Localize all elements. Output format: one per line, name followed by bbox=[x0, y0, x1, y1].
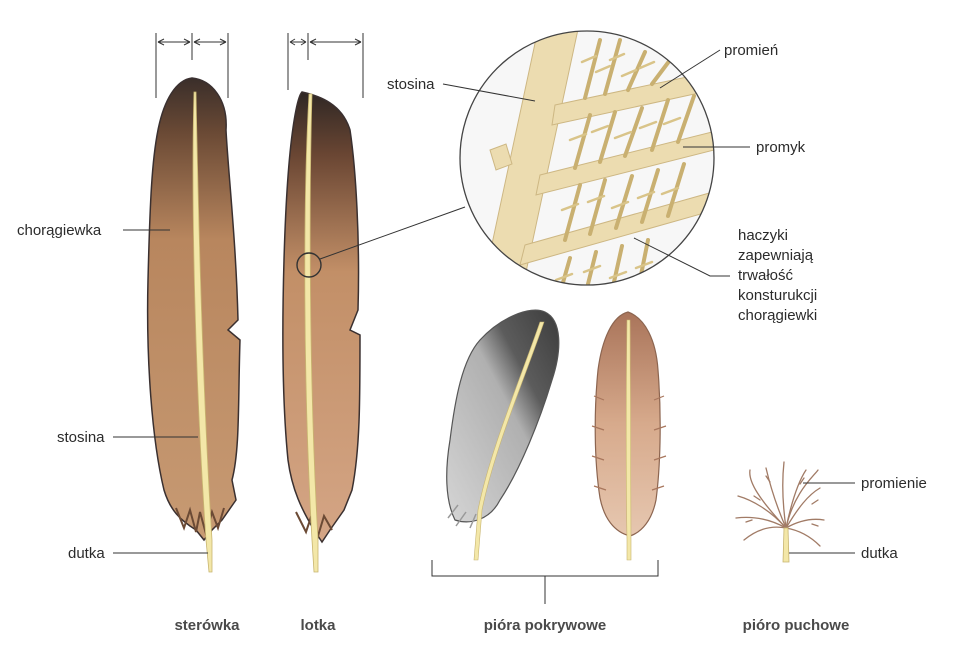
caption-down-feather: pióro puchowe bbox=[743, 617, 850, 634]
contour-feather-grey-shaft bbox=[473, 321, 545, 561]
zoom-shaft bbox=[479, 31, 581, 285]
tail-feather bbox=[146, 33, 241, 573]
svg-text:trwałość: trwałość bbox=[738, 267, 794, 284]
contour-feather-pink-shaft bbox=[625, 319, 632, 561]
label-down-barbs: promienie bbox=[861, 475, 927, 492]
label-hooks: haczyki zapewniają trwałość konsturukcji… bbox=[738, 227, 817, 324]
caption-contour-feathers: pióra pokrywowe bbox=[484, 617, 607, 634]
zoom-hooks bbox=[554, 52, 682, 282]
label-barbule: promyk bbox=[756, 139, 806, 156]
flight-feather bbox=[282, 33, 466, 573]
contour-feather-pink bbox=[591, 311, 667, 561]
label-vane: chorągiewka bbox=[17, 222, 102, 239]
zoom-marker-circle bbox=[296, 252, 322, 278]
flight-feather-width-marks bbox=[287, 33, 364, 98]
label-barb: promień bbox=[724, 42, 778, 59]
leader-shaft-zoom bbox=[442, 83, 536, 102]
tail-feather-vane bbox=[146, 77, 241, 542]
contour-feather-grey bbox=[446, 309, 560, 561]
tail-feather-shaft bbox=[192, 91, 213, 573]
leader-barb bbox=[659, 49, 721, 89]
flight-feather-vane bbox=[282, 91, 361, 544]
label-calamus-left: dutka bbox=[68, 545, 105, 562]
tail-feather-fringe bbox=[175, 506, 225, 538]
svg-text:zapewniają: zapewniają bbox=[738, 247, 814, 264]
svg-text:chorągiewki: chorągiewki bbox=[738, 307, 817, 324]
svg-text:konsturukcji: konsturukcji bbox=[738, 287, 817, 304]
caption-tail-feather: sterówka bbox=[174, 617, 240, 634]
zoom-circle-border bbox=[459, 30, 715, 286]
flight-feather-shaft bbox=[304, 93, 319, 573]
label-down-calamus: dutka bbox=[861, 545, 898, 562]
zoom-detail bbox=[459, 30, 715, 286]
svg-text:haczyki: haczyki bbox=[738, 227, 788, 244]
tail-feather-width-marks bbox=[155, 33, 229, 98]
leader-hooks bbox=[633, 237, 730, 277]
label-shaft-left: stosina bbox=[57, 429, 105, 446]
contour-feathers-bracket bbox=[431, 560, 659, 604]
down-feather-calamus bbox=[782, 527, 790, 563]
zoom-barbules bbox=[556, 38, 696, 285]
caption-flight-feather: lotka bbox=[300, 617, 336, 634]
label-shaft-zoom: stosina bbox=[387, 76, 435, 93]
down-feather bbox=[735, 461, 825, 547]
zoom-connector-line bbox=[319, 206, 466, 260]
